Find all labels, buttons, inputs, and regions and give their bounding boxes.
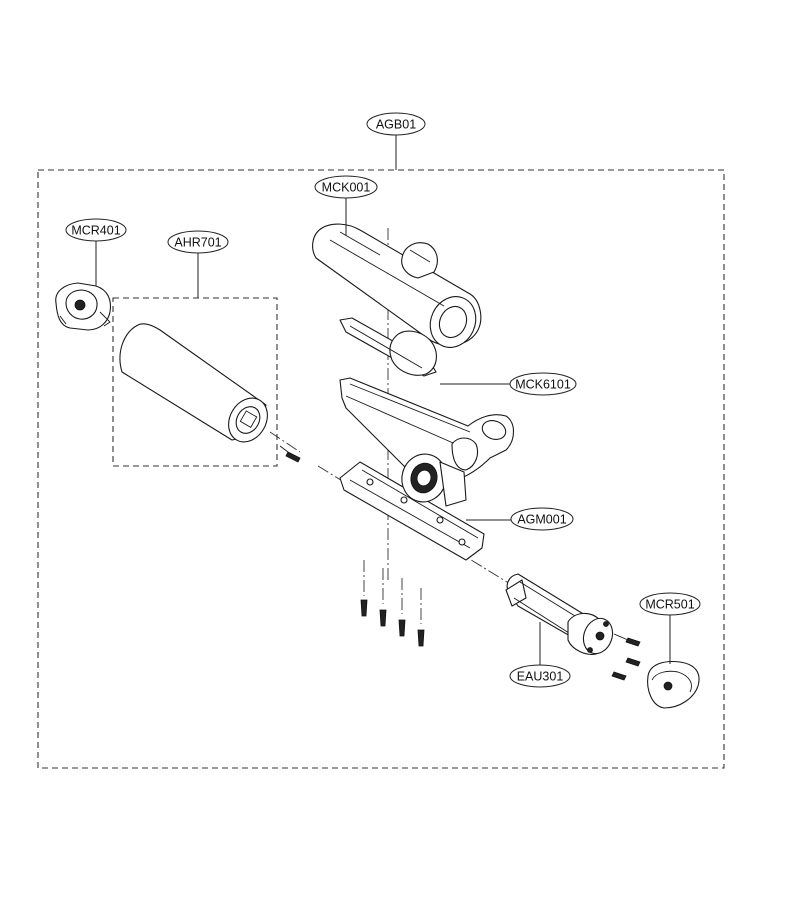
axis-line-roller xyxy=(269,431,301,453)
label-assembly-text: AGB01 xyxy=(376,118,416,132)
label-side-cap-right-text: MCR501 xyxy=(645,598,694,612)
label-side-cap-left: MCR401 xyxy=(65,218,127,242)
roller-part xyxy=(119,323,268,443)
label-upper-case-text: MCK001 xyxy=(322,181,371,195)
label-case-part-text: MCK6101 xyxy=(515,378,571,392)
screws-right xyxy=(611,633,641,681)
upper-case-part xyxy=(312,223,482,348)
assembly-boundary xyxy=(37,169,725,769)
screw-roller xyxy=(279,445,301,463)
lower-case-part xyxy=(339,453,485,561)
label-motor-text: EAU301 xyxy=(517,670,564,684)
side-cap-left-part xyxy=(55,282,112,331)
roller-boundary xyxy=(112,297,278,467)
label-roller: AHR701 xyxy=(167,230,229,254)
label-side-cap-left-text: MCR401 xyxy=(71,224,120,238)
label-roller-text: AHR701 xyxy=(174,236,221,250)
side-cap-right-part xyxy=(647,660,700,709)
motor-part xyxy=(505,573,614,655)
label-motor: EAU301 xyxy=(509,664,571,688)
middle-cover-part xyxy=(339,317,437,377)
screws-vertical xyxy=(360,560,425,647)
label-assembly: AGB01 xyxy=(366,112,426,136)
label-case-part: MCK6101 xyxy=(509,372,577,396)
label-lower-case: AGM001 xyxy=(510,507,574,531)
label-side-cap-right: MCR501 xyxy=(639,592,701,616)
label-upper-case: MCK001 xyxy=(314,175,378,199)
label-lower-case-text: AGM001 xyxy=(517,513,566,527)
